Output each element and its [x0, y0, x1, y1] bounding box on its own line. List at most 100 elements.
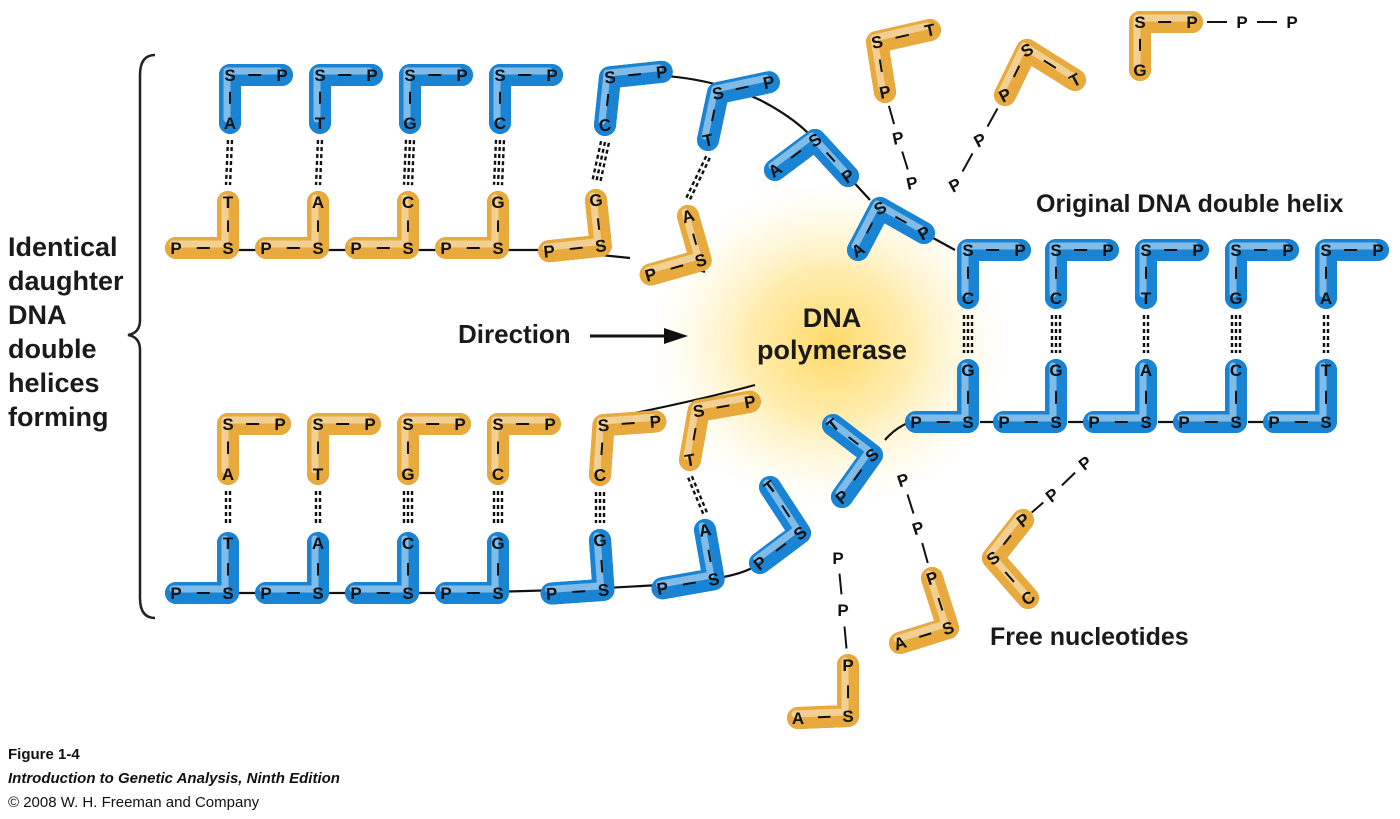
original-top-nucleotide-3-highlight — [1139, 242, 1199, 298]
original-top-nucleotide-4-base: G — [1229, 289, 1242, 308]
lower-bottom-nucleotide-8: TSP — [822, 414, 883, 508]
lower-bottom-nucleotide-5-sugar: S — [597, 581, 610, 601]
upper-top-nucleotide-1-sugar: S — [224, 66, 235, 85]
original-top-nucleotide-5-phosphate: P — [1372, 241, 1383, 260]
upper-hbond-1 — [224, 139, 234, 186]
upper-top-nucleotide-8-body — [847, 197, 935, 261]
lower-top-nucleotide-1-phosphate: P — [274, 415, 285, 434]
upper-top-nucleotide-5-base-bond — [606, 93, 610, 107]
lower-top-nucleotide-2-sugar: S — [312, 415, 323, 434]
free-nucleotide-3-sugar: S — [1134, 13, 1145, 32]
lower-top-nucleotide-5-base: C — [593, 466, 607, 486]
lower-top-nucleotide-4-base: C — [492, 465, 504, 484]
upper-bottom-nucleotide-4-sugar: S — [492, 239, 503, 258]
original-top-nucleotide-1-body — [957, 239, 1031, 309]
upper-bottom-nucleotide-4-highlight — [439, 194, 499, 248]
original-hbond-5 — [1322, 315, 1330, 353]
original-top-nucleotide-1-highlight — [961, 242, 1021, 298]
upper-bottom-nucleotide-5: GSP — [538, 189, 612, 263]
upper-hbond-4-line-1 — [500, 140, 506, 186]
upper-bottom-nucleotide-3-highlight — [349, 194, 409, 248]
free-nucleotide-4-base-bond — [1004, 571, 1015, 583]
original-top-nucleotide-5-base: A — [1320, 289, 1332, 308]
lower-top-nucleotide-1-sugar: S — [222, 415, 233, 434]
lower-bottom-nucleotide-6-body — [651, 519, 725, 600]
original-hbond-1 — [962, 315, 974, 353]
lower-bottom-nucleotide-3-body — [345, 532, 419, 604]
lower-bottom-nucleotide-4-sugar: S — [492, 584, 503, 603]
lower-bottom-nucleotide-1: TSP — [165, 532, 239, 604]
upper-bottom-nucleotide-6-body — [639, 205, 712, 286]
lower-bottom-nucleotide-6-phosphate: P — [655, 578, 669, 599]
upper-bottom-nucleotide-2-sugar: S — [312, 239, 323, 258]
upper-bottom-nucleotide-1-phosphate: P — [170, 239, 181, 258]
upper-top-nucleotide-1-phosphate: P — [276, 66, 287, 85]
lower-hbond-4 — [492, 491, 504, 526]
upper-top-nucleotide-1-body — [219, 64, 293, 134]
free-nucleotide-6-body — [787, 654, 859, 729]
upper-top-nucleotide-4-body — [489, 64, 563, 134]
upper-top-nucleotide-6-phosphate: P — [761, 72, 776, 93]
upper-bottom-nucleotide-6-highlight — [644, 208, 702, 275]
free-nucleotide-3-tail-phosphate-1: P — [1236, 13, 1247, 32]
lower-bottom-nucleotide-8-base-bond — [847, 436, 859, 446]
original-top-nucleotide-4-body — [1225, 239, 1299, 309]
lower-top-nucleotide-3-phosphate: P — [454, 415, 465, 434]
original-bottom-nucleotide-3-highlight — [1087, 362, 1147, 422]
original-bottom-nucleotide-4: CSP — [1173, 359, 1247, 433]
lower-top-nucleotide-4-phosphate: P — [544, 415, 555, 434]
free-nucleotide-1-phosphate-bond — [878, 59, 883, 73]
original-bottom-nucleotide-4-highlight — [1177, 362, 1237, 422]
upper-bottom-nucleotide-3-phosphate: P — [350, 239, 361, 258]
original-bottom-nucleotide-4-base: C — [1230, 361, 1242, 380]
upper-hbond-5 — [590, 140, 611, 185]
original-bottom-nucleotide-2-phosphate: P — [998, 413, 1009, 432]
lower-bottom-nucleotide-5: GSP — [540, 529, 615, 605]
upper-top-nucleotide-7-base-bond — [790, 149, 802, 159]
original-top-nucleotide-4-sugar: S — [1230, 241, 1241, 260]
original-top-nucleotide-1-phosphate: P — [1014, 241, 1025, 260]
original-bottom-nucleotide-5-phosphate: P — [1268, 413, 1279, 432]
original-top-nucleotide-4-phosphate: P — [1282, 241, 1293, 260]
lower-top-nucleotide-6-sugar: S — [692, 401, 706, 422]
lower-bottom-nucleotide-1-base: T — [223, 534, 234, 553]
free-nucleotide-2-highlight — [998, 42, 1076, 95]
upper-bottom-nucleotide-4: GSP — [435, 191, 509, 259]
original-top-nucleotide-2-highlight — [1049, 242, 1109, 298]
lower-top-nucleotide-5-highlight — [593, 413, 656, 475]
free-nucleotide-2-body — [994, 39, 1086, 106]
upper-bottom-nucleotide-2-phosphate: P — [260, 239, 271, 258]
lower-top-nucleotide-6-body — [679, 390, 761, 471]
original-top-nucleotide-3-base: T — [1141, 289, 1152, 308]
upper-bottom-nucleotide-4-body — [435, 191, 509, 259]
upper-top-nucleotide-5-phosphate: P — [655, 62, 668, 82]
lower-bottom-nucleotide-3-highlight — [349, 535, 409, 593]
upper-bottom-nucleotide-1-sugar: S — [222, 239, 233, 258]
upper-bottom-nucleotide-2-body — [255, 191, 329, 259]
upper-top-nucleotide-3-highlight — [403, 67, 463, 123]
lower-top-nucleotide-5-base-bond — [600, 442, 604, 456]
upper-top-nucleotide-7-body — [764, 129, 859, 187]
free-nucleotide-4-phosphate-bond — [1002, 534, 1012, 546]
direction-label: Direction — [458, 319, 571, 349]
upper-bottom-nucleotide-5-body — [538, 189, 612, 263]
original-hbond-4 — [1230, 315, 1242, 353]
upper-hbond-6 — [685, 155, 711, 201]
free-nucleotide-5-tail-bond-2 — [906, 494, 915, 514]
upper-bottom-nucleotide-2-highlight — [259, 194, 319, 248]
lower-bottom-nucleotide-2-highlight — [259, 535, 319, 593]
upper-hbond-3-line-3 — [402, 139, 408, 185]
upper-hbond-1-line-1 — [228, 140, 234, 186]
upper-top-nucleotide-5-body — [594, 60, 673, 136]
original-top-nucleotide-3-body — [1135, 239, 1209, 309]
lower-top-nucleotide-1-body — [217, 413, 291, 485]
upper-bottom-nucleotide-6-base: A — [680, 206, 697, 228]
free-nucleotide-3-body — [1129, 11, 1203, 81]
lower-bottom-nucleotide-6-sugar: S — [707, 569, 721, 590]
lower-top-nucleotide-3-body — [397, 413, 471, 485]
lower-bottom-nucleotide-2-body — [255, 532, 329, 604]
